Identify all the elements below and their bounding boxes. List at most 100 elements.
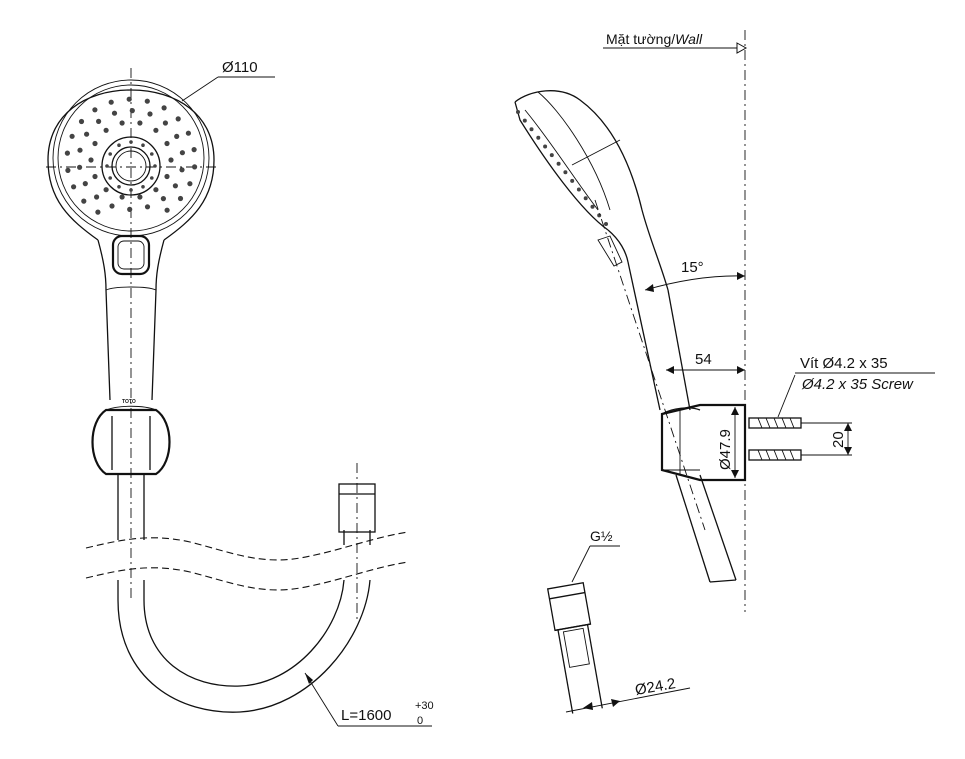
shower-head-side xyxy=(514,90,669,291)
screw-label-vi: Vít Ø4.2 x 35 xyxy=(800,355,888,372)
inner-nozzle-hole xyxy=(141,185,145,189)
nozzle-hole xyxy=(77,164,83,170)
nozzle-hole xyxy=(153,187,159,193)
nozzle-hole xyxy=(185,130,191,136)
side-nozzle xyxy=(543,144,548,149)
inner-nozzle-hole xyxy=(105,164,109,168)
nozzle-hole xyxy=(96,118,102,124)
nozzle-hole xyxy=(77,147,83,153)
nozzle-hole xyxy=(65,167,71,173)
nozzle-hole xyxy=(161,105,167,111)
inner-nozzle-hole xyxy=(153,164,157,168)
nut-diameter-label: Ø24.2 xyxy=(634,675,677,699)
depth-label: 54 xyxy=(695,351,712,368)
side-nozzle xyxy=(563,170,568,175)
inner-nozzle-hole xyxy=(108,176,112,180)
wall-bracket-side xyxy=(660,403,747,482)
handle: TOTO xyxy=(97,234,165,405)
nozzle-hole xyxy=(164,140,170,147)
nozzle-hole xyxy=(137,120,143,126)
inner-nozzle-hole xyxy=(129,140,133,144)
nozzle-hole xyxy=(64,150,70,156)
nozzle-hole xyxy=(92,107,98,113)
nozzle-hole xyxy=(172,183,178,189)
nozzle-hole xyxy=(95,209,101,215)
nozzle-hole xyxy=(82,181,88,187)
brand-mark: TOTO xyxy=(122,399,136,405)
inner-nozzle-hole xyxy=(150,152,154,156)
bracket-diameter-label: Ø47.9 xyxy=(717,429,734,470)
nozzle-hole xyxy=(94,194,100,200)
inner-nozzle-hole xyxy=(117,185,121,189)
hose-tolerance-lower: 0 xyxy=(417,715,423,727)
nozzle-holes xyxy=(64,96,198,215)
hose-tolerance-upper: +30 xyxy=(415,700,434,712)
screw-spacing-label: 20 xyxy=(830,431,847,448)
inner-nozzle-hole xyxy=(108,152,112,156)
nozzle-hole xyxy=(144,98,150,104)
nozzle-hole xyxy=(192,164,198,170)
side-nozzle xyxy=(536,135,541,140)
hose-length-label: L=1600 xyxy=(341,707,391,724)
hose-nut-detail xyxy=(546,581,603,714)
nozzle-hole xyxy=(137,194,143,200)
side-nozzle xyxy=(516,110,520,114)
inner-nozzle-hole xyxy=(129,188,133,192)
nozzle-hole xyxy=(164,207,170,213)
nozzle-hole xyxy=(92,140,98,147)
nozzle-hole xyxy=(109,203,115,209)
nozzle-hole xyxy=(92,173,98,180)
nozzle-hole xyxy=(147,111,153,117)
side-view: Mặt tường/Wall xyxy=(514,30,935,612)
nozzle-hole xyxy=(71,184,77,190)
nozzle-hole xyxy=(119,120,125,126)
wall-label: Mặt tường/Wall xyxy=(606,31,703,47)
hose xyxy=(85,463,409,713)
nozzle-hole xyxy=(103,127,109,133)
nozzle-hole xyxy=(108,99,114,105)
nozzle-hole xyxy=(162,120,168,126)
wall-holder-front xyxy=(91,405,171,476)
side-nozzle xyxy=(583,196,588,201)
nozzle-hole xyxy=(126,96,132,102)
nozzle-hole xyxy=(129,108,135,114)
angle-label: 15° xyxy=(681,259,704,276)
thread-label: G½ xyxy=(590,528,613,544)
hose-end-fitting xyxy=(338,483,376,533)
nozzle-hole xyxy=(127,206,133,212)
side-nozzle xyxy=(570,178,575,183)
side-nozzle xyxy=(590,204,595,209)
nozzle-hole xyxy=(69,133,75,139)
nozzle-hole xyxy=(81,198,87,204)
inner-nozzle-hole xyxy=(141,143,145,147)
front-view: TOTO Ø110 xyxy=(46,59,434,727)
angle-arc xyxy=(644,275,746,291)
nozzle-hole xyxy=(111,110,118,116)
nozzle-hole xyxy=(84,131,90,137)
nozzle-hole xyxy=(168,157,174,163)
nozzle-hole xyxy=(164,173,170,180)
inner-nozzle-hole xyxy=(117,143,121,147)
nozzle-hole xyxy=(78,118,85,125)
nozzle-hole xyxy=(187,181,193,187)
nozzle-hole xyxy=(191,147,197,153)
nozzle-hole xyxy=(175,116,181,122)
diameter-leader xyxy=(181,76,219,102)
side-nozzle xyxy=(576,187,581,192)
screw-label-en: Ø4.2 x 35 Screw xyxy=(801,376,914,393)
handle-side xyxy=(571,139,706,531)
nozzle-hole xyxy=(153,127,159,133)
mode-button xyxy=(111,234,151,276)
head-diameter-label: Ø110 xyxy=(222,59,258,76)
nut-body xyxy=(546,581,592,632)
nozzle-hole xyxy=(88,157,94,163)
inner-nozzle-hole xyxy=(150,176,154,180)
nozzle-hole xyxy=(177,195,184,202)
nozzle-hole xyxy=(160,196,166,202)
nozzle-hole xyxy=(174,133,180,139)
side-nozzle xyxy=(556,161,561,166)
screws xyxy=(748,417,852,461)
nozzle-hole xyxy=(103,187,109,193)
nozzle-hole xyxy=(144,204,151,210)
